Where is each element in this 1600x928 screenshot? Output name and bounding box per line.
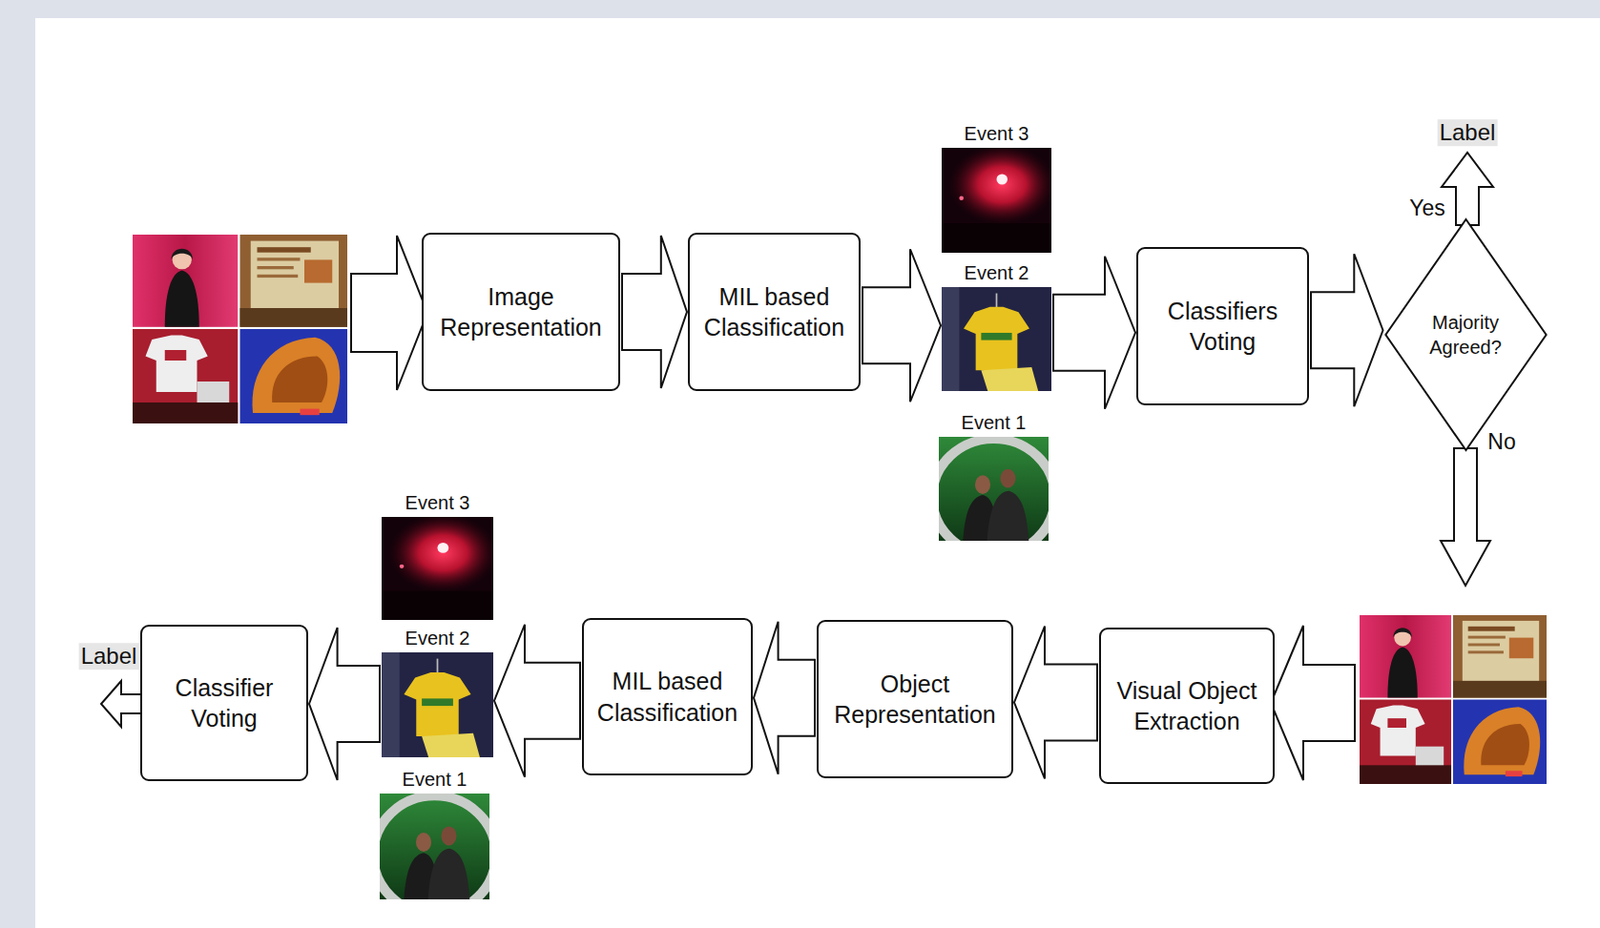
process-box: Object Representation [816, 620, 1014, 779]
event-photo-frame: Event 2 [941, 287, 1052, 392]
event-photo [373, 793, 497, 915]
branch-label: Yes [1407, 195, 1448, 221]
node-text: Object Representation [818, 668, 1012, 731]
block-arrow [1310, 253, 1384, 407]
node-text: Majority Agreed? [1417, 310, 1514, 360]
decision-diamond: Majority Agreed? [1384, 217, 1548, 453]
diamond-outline [1384, 217, 1548, 453]
page-panel [35, 18, 1600, 928]
process-box: Image Representation [421, 232, 621, 392]
block-arrow [1053, 256, 1136, 410]
block-arrow [494, 624, 581, 778]
output-label: Label [1437, 119, 1498, 146]
block-arrow [1014, 626, 1098, 780]
event-label: Event 3 [405, 492, 471, 515]
event-photo [381, 652, 494, 758]
event-photo [932, 436, 1056, 556]
event-label: Event 1 [402, 768, 468, 791]
branch-label: No [1485, 429, 1517, 455]
node-text: Classifiers Voting [1138, 295, 1308, 358]
event-photo-frame: Event 3 [941, 147, 1052, 253]
event-label: Event 2 [964, 262, 1030, 285]
event-photo [941, 145, 1055, 253]
event-photo-frame: Event 2 [381, 652, 494, 758]
process-box: MIL based Classification [687, 232, 861, 392]
block-arrow [622, 235, 687, 389]
event-label: Event 1 [961, 412, 1027, 435]
image-collage [132, 234, 348, 424]
process-box: Classifier Voting [140, 624, 309, 782]
event-photo [941, 287, 1052, 392]
event-photo [381, 514, 498, 621]
node-text: Visual Object Extraction [1101, 675, 1273, 738]
block-arrow [309, 627, 380, 781]
block-arrow [753, 622, 815, 775]
node-text: MIL based Classification [689, 281, 859, 344]
block-arrow [1440, 448, 1491, 586]
block-arrow [351, 235, 428, 391]
event-label: Event 3 [964, 123, 1030, 146]
event-label: Event 2 [405, 627, 471, 650]
diamond-shape [1385, 218, 1546, 450]
event-photo-frame: Event 1 [938, 436, 1049, 541]
node-text: Image Representation [423, 281, 619, 344]
event-photo-frame: Event 3 [381, 517, 494, 621]
block-arrow [101, 681, 146, 728]
process-box: Classifiers Voting [1136, 247, 1310, 406]
block-arrow [1270, 625, 1355, 781]
node-text: MIL based Classification [583, 665, 751, 728]
process-box: MIL based Classification [581, 618, 753, 776]
process-box: Visual Object Extraction [1099, 627, 1275, 785]
block-arrow [1441, 152, 1494, 226]
block-arrow [862, 249, 941, 402]
output-label: Label [79, 643, 140, 670]
event-photo-frame: Event 1 [379, 793, 490, 900]
node-text: Classifier Voting [142, 672, 307, 735]
image-collage [1359, 615, 1547, 785]
